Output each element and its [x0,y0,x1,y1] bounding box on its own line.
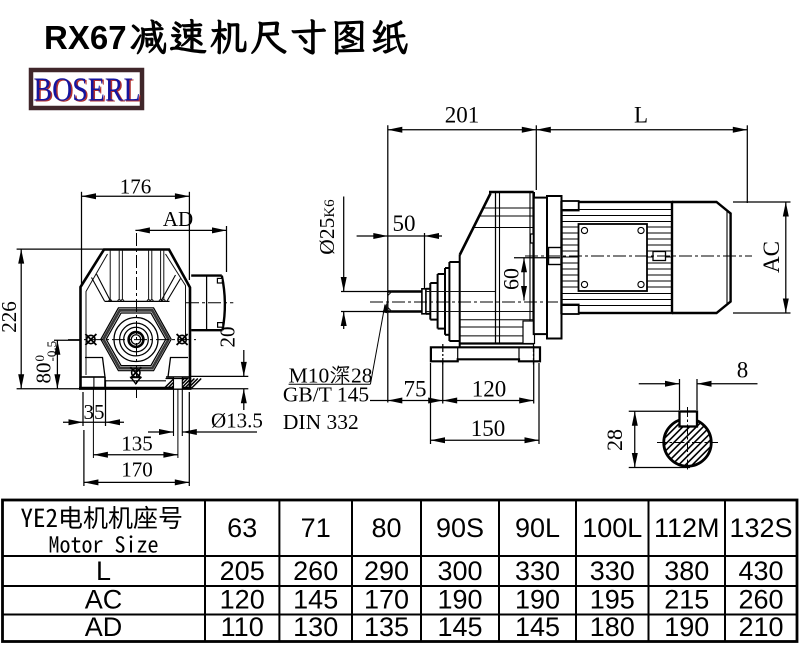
svg-text:135: 135 [121,432,153,456]
svg-text:90L: 90L [515,513,560,543]
svg-text:BOSERL: BOSERL [35,73,142,110]
svg-text:75: 75 [404,377,427,402]
svg-text:Ø25K6: Ø25K6 [315,199,339,255]
svg-text:80: 80 [32,363,56,384]
svg-text:145: 145 [293,585,338,615]
svg-text:150: 150 [471,416,506,441]
svg-text:260: 260 [293,556,338,586]
svg-text:GB/T 145: GB/T 145 [283,383,369,407]
svg-text:130: 130 [293,612,338,642]
svg-text:50: 50 [393,211,416,236]
svg-text:330: 330 [515,556,560,586]
svg-text:80: 80 [371,513,401,543]
svg-text:0: 0 [32,355,47,362]
svg-text:210: 210 [738,612,783,642]
svg-text:RX67: RX67 [44,19,127,56]
svg-text:190: 190 [437,585,482,615]
svg-text:AD: AD [163,207,193,231]
svg-text:28: 28 [351,364,373,388]
svg-text:176: 176 [120,175,152,199]
svg-text:35: 35 [84,400,105,424]
svg-text:132S: 132S [729,513,792,543]
svg-text:330: 330 [590,556,635,586]
svg-text:L: L [96,556,111,586]
svg-text:190: 190 [515,585,560,615]
svg-text:180: 180 [590,612,635,642]
svg-text:430: 430 [738,556,783,586]
svg-text:380: 380 [664,556,709,586]
svg-text:DIN 332: DIN 332 [283,410,359,434]
svg-text:145: 145 [515,612,560,642]
svg-text:AC: AC [759,241,784,273]
svg-text:63: 63 [227,513,257,543]
svg-text:71: 71 [301,513,331,543]
svg-text:170: 170 [121,458,153,482]
svg-text:190: 190 [664,612,709,642]
svg-text:110: 110 [221,612,264,642]
svg-text:145: 145 [437,612,482,642]
svg-text:170: 170 [364,585,409,615]
svg-text:Ø13.5: Ø13.5 [211,409,263,433]
svg-text:-0.5: -0.5 [44,341,59,362]
svg-text:112M: 112M [654,513,720,543]
svg-text:100L: 100L [582,513,642,543]
svg-text:AC: AC [85,585,123,615]
svg-text:260: 260 [738,585,783,615]
svg-text:135: 135 [364,612,409,642]
svg-text:120: 120 [472,377,507,402]
svg-text:60: 60 [499,268,524,290]
svg-text:290: 290 [364,556,409,586]
svg-text:90S: 90S [436,513,484,543]
svg-text:201: 201 [445,103,480,128]
svg-text:226: 226 [0,301,21,333]
svg-text:205: 205 [220,556,265,586]
svg-text:BOSERL: BOSERL [34,72,141,109]
svg-text:28: 28 [602,429,627,451]
svg-text:195: 195 [590,585,635,615]
svg-text:L: L [634,103,648,128]
svg-text:M10: M10 [289,364,330,388]
svg-text:8: 8 [737,358,749,383]
svg-text:120: 120 [220,585,265,615]
svg-text:300: 300 [437,556,482,586]
svg-text:215: 215 [664,585,709,615]
svg-text:AD: AD [85,612,123,642]
svg-text:20: 20 [216,327,240,348]
